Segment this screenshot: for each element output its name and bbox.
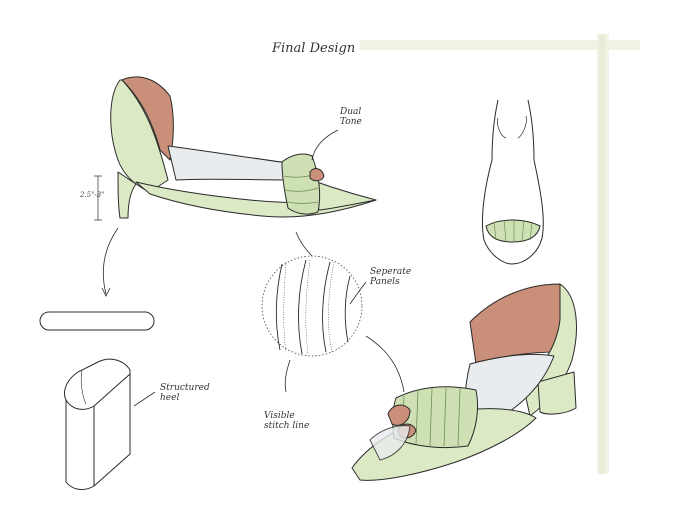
heel-arrow	[101, 227, 119, 297]
heel-top-view	[39, 311, 155, 331]
stitch-line-pointer	[284, 359, 291, 393]
heel-height-label: 2.5"-3"	[80, 191, 105, 199]
structured-heel-pointer	[133, 391, 156, 407]
panel-detail-circle	[261, 255, 363, 357]
frame-wash	[360, 34, 640, 474]
dual-tone-pointer	[311, 129, 339, 161]
front-view-shoe	[481, 99, 544, 265]
title-text: Final Design	[271, 41, 355, 56]
side-view-shoe	[94, 76, 377, 221]
separate-panels-pointer	[349, 281, 367, 305]
detail-arrow-from-shoe	[295, 231, 313, 257]
three-quarter-view-shoe	[351, 283, 577, 481]
visible-stitch-line-label: Visible stitch line	[264, 411, 310, 431]
dual-tone-label: Dual Tone	[340, 107, 362, 127]
detail-to-shoe-pointer	[365, 335, 405, 393]
separate-panels-label: Seperate Panels	[370, 267, 412, 287]
structured-heel-3d	[64, 358, 131, 490]
structured-heel-label: Structured heel	[160, 383, 210, 403]
